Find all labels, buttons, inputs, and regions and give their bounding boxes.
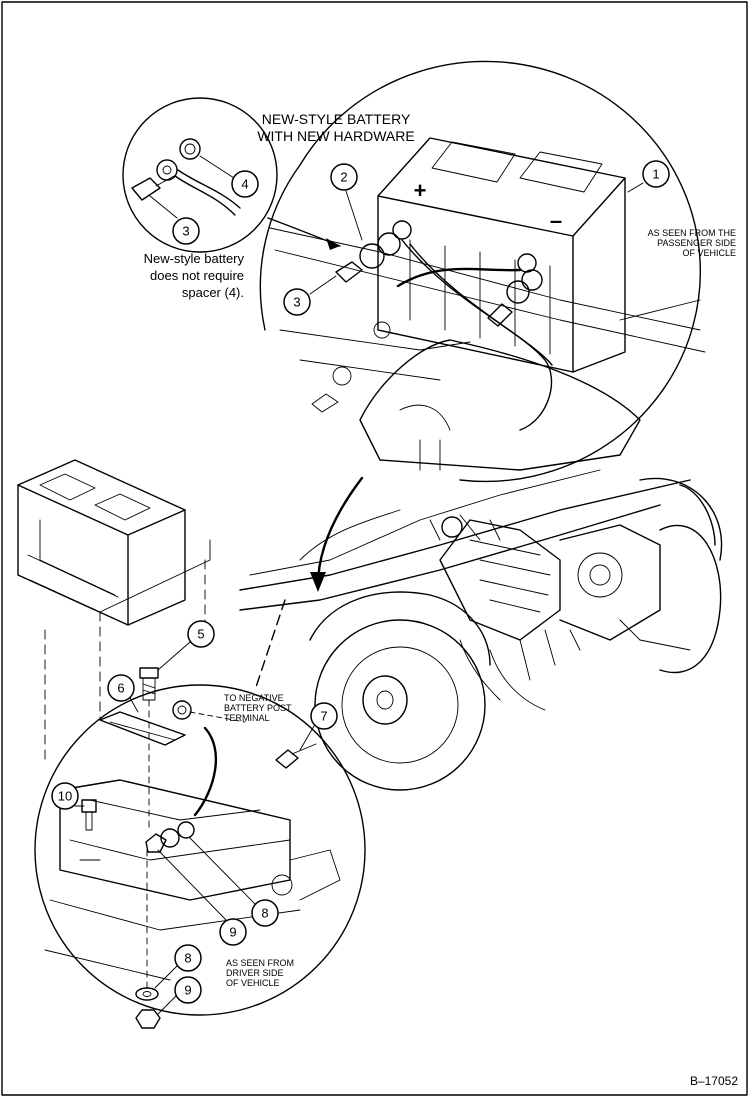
svg-text:1: 1 bbox=[652, 167, 659, 182]
old-style-battery bbox=[17, 459, 186, 626]
rear-wheel bbox=[314, 619, 486, 791]
callout-10: 10 bbox=[51, 782, 85, 810]
washer bbox=[377, 232, 401, 256]
bolt-5 bbox=[139, 667, 159, 679]
negative-terminal-sign: – bbox=[550, 208, 562, 233]
bolt-10 bbox=[81, 799, 97, 813]
callout-6: 6 bbox=[107, 674, 139, 713]
callout-8-detail: 8 bbox=[189, 837, 279, 927]
svg-text:WITH NEW HARDWARE: WITH NEW HARDWARE bbox=[257, 128, 414, 144]
callout-3-detail: 3 bbox=[149, 195, 200, 245]
callout-4: 4 bbox=[199, 155, 259, 198]
svg-text:6: 6 bbox=[117, 681, 124, 696]
negative-cable bbox=[193, 726, 218, 817]
loose-washer bbox=[135, 987, 159, 1001]
callout-7: 7 bbox=[299, 702, 338, 751]
callout-2: 2 bbox=[330, 163, 363, 241]
callout-3-upper: 3 bbox=[283, 275, 337, 316]
bolt-7 bbox=[275, 749, 299, 769]
passenger-detail-circle bbox=[299, 60, 702, 483]
callout-9-loose: 9 bbox=[157, 976, 202, 1015]
svg-text:New-style battery: New-style battery bbox=[144, 251, 245, 266]
svg-text:10: 10 bbox=[58, 789, 72, 804]
svg-text:8: 8 bbox=[261, 906, 268, 921]
new-style-label: NEW-STYLE BATTERY WITH NEW HARDWARE bbox=[257, 111, 414, 144]
svg-text:9: 9 bbox=[184, 983, 191, 998]
svg-text:NEW-STYLE BATTERY: NEW-STYLE BATTERY bbox=[262, 111, 411, 127]
svg-text:OF VEHICLE: OF VEHICLE bbox=[226, 978, 280, 988]
lock-washer bbox=[359, 243, 385, 269]
driver-detail-circle bbox=[34, 684, 366, 1016]
svg-text:PASSENGER SIDE: PASSENGER SIDE bbox=[657, 238, 736, 248]
negative-terminal-label: TO NEGATIVE BATTERY POST TERMINAL bbox=[224, 693, 292, 723]
svg-text:OF VEHICLE: OF VEHICLE bbox=[682, 248, 736, 258]
cowl-cover bbox=[359, 339, 641, 471]
driver-side-label: AS SEEN FROM DRIVER SIDE OF VEHICLE bbox=[226, 958, 294, 988]
svg-text:3: 3 bbox=[182, 224, 189, 239]
svg-text:9: 9 bbox=[229, 925, 236, 940]
battery-cable bbox=[396, 267, 522, 288]
engine bbox=[439, 519, 561, 641]
loose-nut bbox=[135, 1009, 161, 1029]
svg-text:DRIVER SIDE: DRIVER SIDE bbox=[226, 968, 284, 978]
svg-text:BATTERY POST: BATTERY POST bbox=[224, 703, 292, 713]
hardware-detail-circle bbox=[122, 97, 278, 253]
svg-text:7: 7 bbox=[320, 709, 327, 724]
location-arrow bbox=[316, 476, 364, 587]
svg-text:AS SEEN FROM THE: AS SEEN FROM THE bbox=[648, 228, 736, 238]
dashed-leader bbox=[254, 599, 286, 691]
detail-bolt bbox=[131, 177, 161, 201]
detail-ring-terminal bbox=[156, 159, 178, 181]
callout-8-loose: 8 bbox=[154, 944, 202, 989]
positive-terminal-sign: + bbox=[414, 178, 427, 203]
hex-bolt bbox=[335, 261, 363, 283]
svg-text:4: 4 bbox=[241, 177, 248, 192]
svg-text:5: 5 bbox=[197, 627, 204, 642]
svg-text:spacer (4).: spacer (4). bbox=[182, 285, 244, 300]
svg-text:TERMINAL: TERMINAL bbox=[224, 713, 270, 723]
positive-post bbox=[392, 220, 412, 240]
callout-1: 1 bbox=[627, 160, 670, 193]
ring-terminal bbox=[172, 700, 192, 720]
figure-id: B–17052 bbox=[690, 1074, 738, 1088]
callout-9-detail: 9 bbox=[157, 849, 247, 946]
passenger-side-label: AS SEEN FROM THE PASSENGER SIDE OF VEHIC… bbox=[648, 228, 736, 258]
svg-text:2: 2 bbox=[340, 170, 347, 185]
svg-text:8: 8 bbox=[184, 951, 191, 966]
svg-text:AS SEEN FROM: AS SEEN FROM bbox=[226, 958, 294, 968]
vehicle-frame bbox=[239, 469, 723, 791]
callout-5: 5 bbox=[157, 620, 215, 671]
hold-down-bracket bbox=[99, 711, 186, 746]
svg-text:does not require: does not require bbox=[150, 268, 244, 283]
fender bbox=[309, 591, 491, 666]
driver-side-detail bbox=[34, 667, 366, 1016]
spacer-note: New-style battery does not require space… bbox=[144, 251, 245, 300]
svg-text:3: 3 bbox=[293, 295, 300, 310]
svg-text:TO NEGATIVE: TO NEGATIVE bbox=[224, 693, 284, 703]
detail-spacer bbox=[179, 138, 201, 160]
